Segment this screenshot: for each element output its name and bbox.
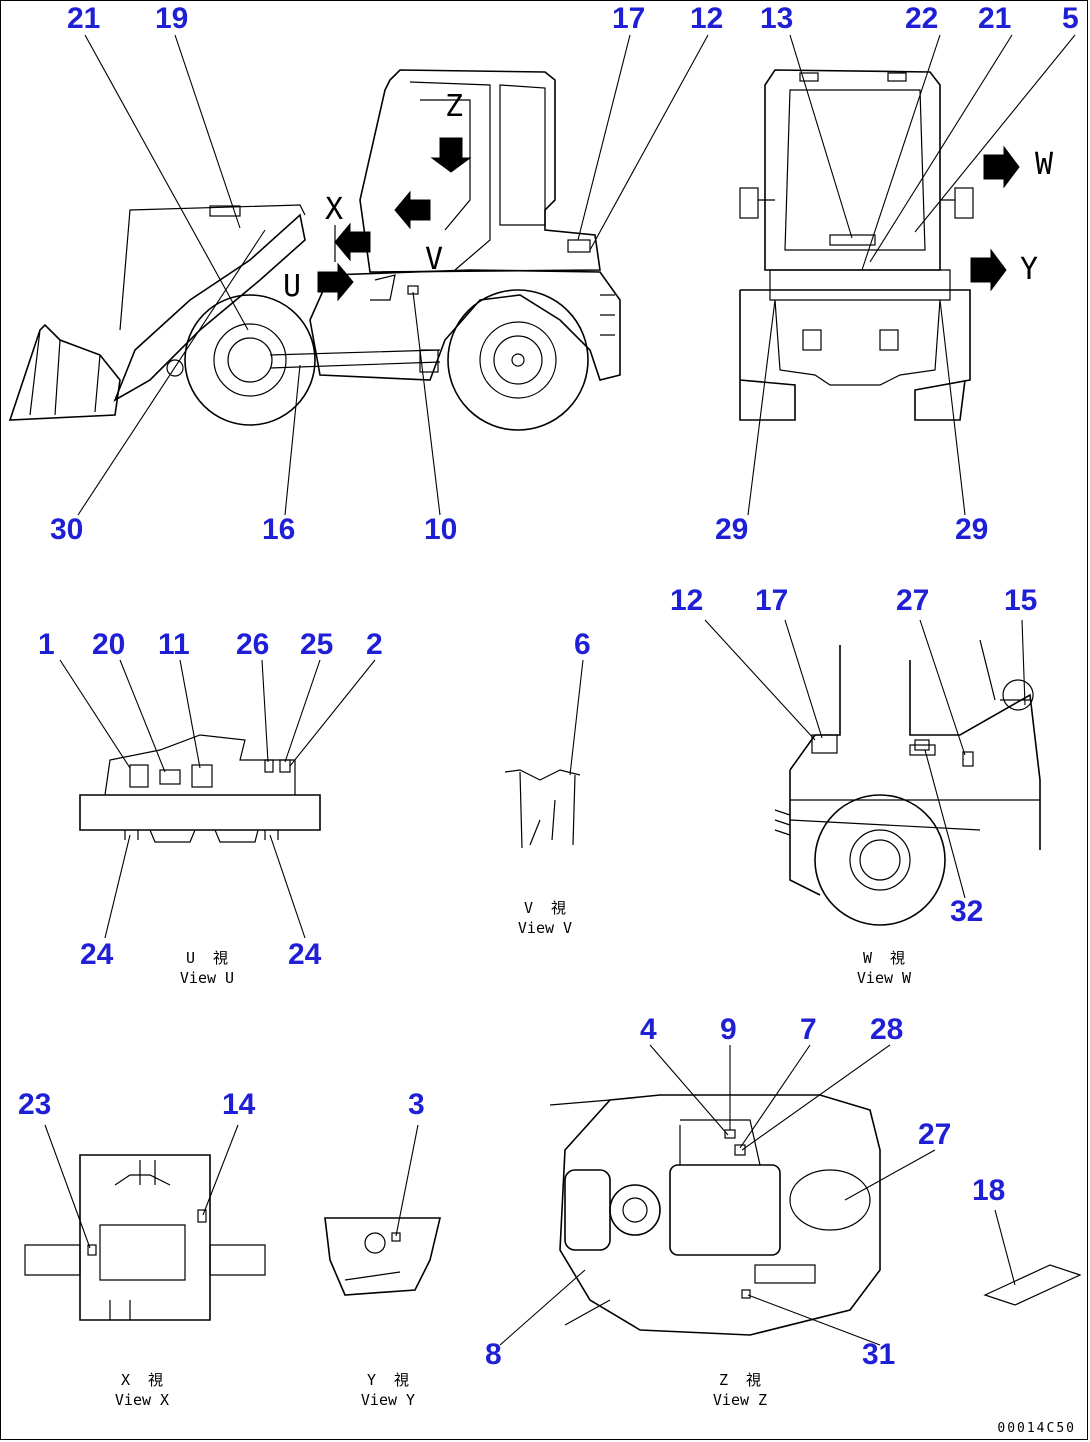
callout-21-front: 21 bbox=[978, 2, 1012, 35]
caption-view-w: W 視 View W bbox=[856, 949, 912, 987]
caption-view-v: V 視 View V bbox=[517, 899, 573, 937]
view-letter-v: V bbox=[425, 242, 444, 277]
callout-23: 23 bbox=[18, 1088, 52, 1121]
callout-16: 16 bbox=[262, 513, 296, 546]
view-v-drawing bbox=[504, 769, 581, 849]
callout-20: 20 bbox=[92, 628, 126, 661]
callout-10: 10 bbox=[424, 513, 458, 546]
callout-17-w: 17 bbox=[755, 584, 789, 617]
drawing-code: 00014C50 bbox=[997, 1421, 1076, 1436]
callout-30: 30 bbox=[50, 513, 84, 546]
callout-31: 31 bbox=[862, 1338, 896, 1371]
caption-view-x: X 視 View X bbox=[114, 1371, 170, 1409]
callout-15: 15 bbox=[1004, 584, 1038, 617]
view-letter-z: Z bbox=[445, 89, 464, 124]
callout-18: 18 bbox=[972, 1174, 1006, 1207]
callout-28: 28 bbox=[870, 1013, 904, 1046]
loader-front-view bbox=[739, 69, 1020, 421]
leader-lines bbox=[44, 34, 1076, 1346]
callout-24-right: 24 bbox=[288, 938, 322, 971]
view-y-drawing bbox=[324, 1217, 442, 1296]
view-letter-u: U bbox=[283, 269, 302, 304]
view-x-drawing bbox=[24, 1154, 266, 1321]
callout-5: 5 bbox=[1062, 2, 1079, 35]
callout-17: 17 bbox=[612, 2, 646, 35]
caption-view-y: Y 視 View Y bbox=[360, 1371, 416, 1409]
view-u-drawing bbox=[79, 734, 321, 843]
view-letter-x: X bbox=[325, 192, 344, 227]
callout-29-left: 29 bbox=[715, 513, 749, 546]
callout-26: 26 bbox=[236, 628, 270, 661]
callout-11: 11 bbox=[158, 628, 190, 661]
callout-2: 2 bbox=[366, 628, 383, 661]
caption-view-u: U 視 View U bbox=[179, 949, 235, 987]
callout-21: 21 bbox=[67, 2, 101, 35]
callout-3: 3 bbox=[408, 1088, 425, 1121]
view-letter-w: W bbox=[1035, 147, 1054, 182]
callout-1: 1 bbox=[38, 628, 55, 661]
callout-14: 14 bbox=[222, 1088, 256, 1121]
view-letter-y: Y bbox=[1020, 252, 1039, 287]
callout-4: 4 bbox=[640, 1013, 657, 1046]
caption-view-z: Z 視 View Z bbox=[712, 1371, 768, 1409]
callout-32: 32 bbox=[950, 895, 984, 928]
callout-22: 22 bbox=[905, 2, 939, 35]
callout-8: 8 bbox=[485, 1338, 502, 1371]
callout-29-right: 29 bbox=[955, 513, 989, 546]
callout-12: 12 bbox=[690, 2, 724, 35]
view-z-drawing bbox=[549, 1094, 881, 1336]
callout-7: 7 bbox=[800, 1013, 817, 1046]
view-w-drawing bbox=[774, 639, 1041, 926]
callout-19: 19 bbox=[155, 2, 189, 35]
loader-side-view bbox=[8, 69, 621, 431]
callout-12-w: 12 bbox=[670, 584, 704, 617]
callout-25: 25 bbox=[300, 628, 334, 661]
callout-6: 6 bbox=[574, 628, 591, 661]
callout-27-z: 27 bbox=[918, 1118, 952, 1151]
callout-24-left: 24 bbox=[80, 938, 114, 971]
callout-13: 13 bbox=[760, 2, 794, 35]
callout-9: 9 bbox=[720, 1013, 737, 1046]
callout-27-w: 27 bbox=[896, 584, 930, 617]
item-18-plate bbox=[983, 1264, 1082, 1306]
